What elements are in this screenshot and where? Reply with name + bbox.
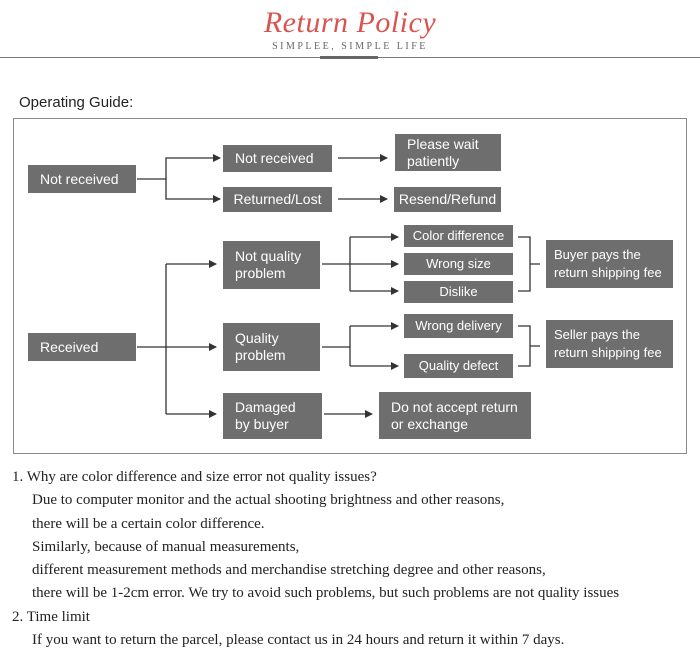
node-dislike: Dislike [404,281,513,303]
node-damaged-by-buyer: Damaged by buyer [223,393,322,439]
node-not-received: Not received [223,145,332,172]
connector-not-received [137,154,221,180]
node-not-quality-problem: Not quality problem [223,241,320,289]
flowchart-frame [13,118,687,454]
bracket-buyer [518,236,540,292]
header-divider-accent [320,56,378,59]
node-color-difference: Color difference [404,225,513,247]
node-seller-pays: Seller pays the return shipping fee [546,320,673,368]
faq-question-2: 2. Time limit [12,608,90,625]
faq-section: 1. Why are color difference and size err… [0,466,700,652]
faq-question-1: 1. Why are color difference and size err… [12,469,377,485]
node-received-root: Received [28,333,136,361]
node-quality-problem: Quality problem [223,323,320,371]
faq-answer-line: If you want to return the parcel, please… [32,632,565,649]
operating-guide-label: Operating Guide: [19,94,134,111]
node-quality-defect: Quality defect [404,354,513,378]
faq-answer-line: different measurement methods and mercha… [32,562,546,579]
faq-answer-line: there will be 1-2cm error. We try to avo… [32,585,620,602]
connector-returned-lost [165,179,221,203]
node-do-not-accept: Do not accept return or exchange [379,392,531,439]
node-returned-lost: Returned/Lost [223,187,332,212]
node-please-wait: Please wait patiently [395,134,501,171]
node-buyer-pays: Buyer pays the return shipping fee [546,240,673,288]
faq-answer-line: Similarly, because of manual measurement… [32,538,300,555]
faq-answer-line: there will be a certain color difference… [32,515,265,532]
node-not-received-root: Not received [28,165,136,193]
node-wrong-delivery: Wrong delivery [404,314,513,338]
page-subtitle: SIMPLEE, SIMPLE LIFE [272,41,428,52]
page-title: Return Policy [263,6,437,39]
node-resend-refund: Resend/Refund [394,187,501,212]
node-wrong-size: Wrong size [404,253,513,275]
faq-answer-line: Due to computer monitor and the actual s… [32,492,505,509]
bracket-seller [518,325,540,367]
